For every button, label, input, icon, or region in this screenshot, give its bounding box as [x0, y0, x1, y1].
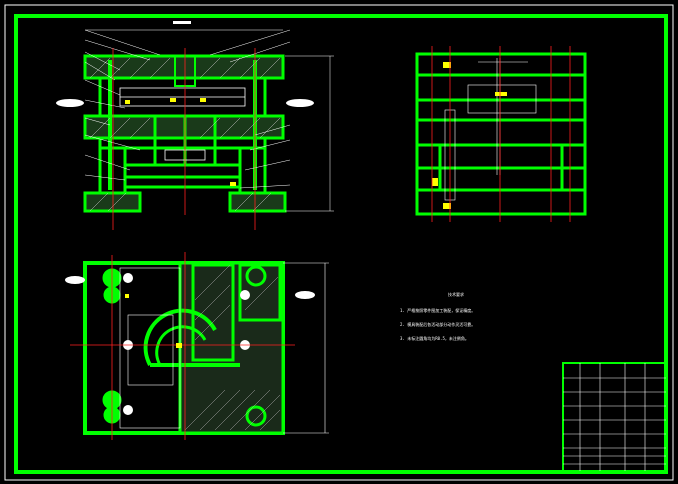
front-view-leaders [84, 29, 334, 212]
note-item: 1. 严格按照零件图加工装配，保证精度。 [400, 308, 476, 313]
spacer-left [98, 146, 127, 195]
outer-border [4, 4, 674, 481]
note-item: 2. 模具装配后各活动部分动作灵活可靠。 [400, 322, 476, 327]
plan-view [83, 261, 285, 435]
front-view-centerlines [112, 48, 256, 230]
bottom-clamp-right [228, 191, 287, 213]
bottom-clamp-left [83, 191, 142, 213]
side-view-yellow-marks [432, 62, 507, 209]
side-view-centerlines [431, 46, 571, 222]
ejector-plate [123, 163, 242, 179]
plan-view-centerlines [70, 252, 295, 440]
title-block [562, 362, 667, 472]
ejector-retainer [123, 175, 242, 189]
front-view-yellow-marks [125, 98, 236, 186]
spacer-right [238, 146, 267, 195]
side-section-view [415, 52, 587, 216]
drawing-frame [14, 14, 668, 474]
note-item: 3. 未标注圆角均为R0.5，未注倒角。 [400, 336, 469, 341]
notes-heading: 技术要求 [448, 292, 464, 297]
side-view-details [444, 58, 537, 201]
plan-view-hatching [184, 264, 281, 431]
front-view-callout-labels [56, 21, 314, 107]
support-plate [98, 136, 267, 150]
plan-view-yellow-marks [125, 294, 182, 348]
